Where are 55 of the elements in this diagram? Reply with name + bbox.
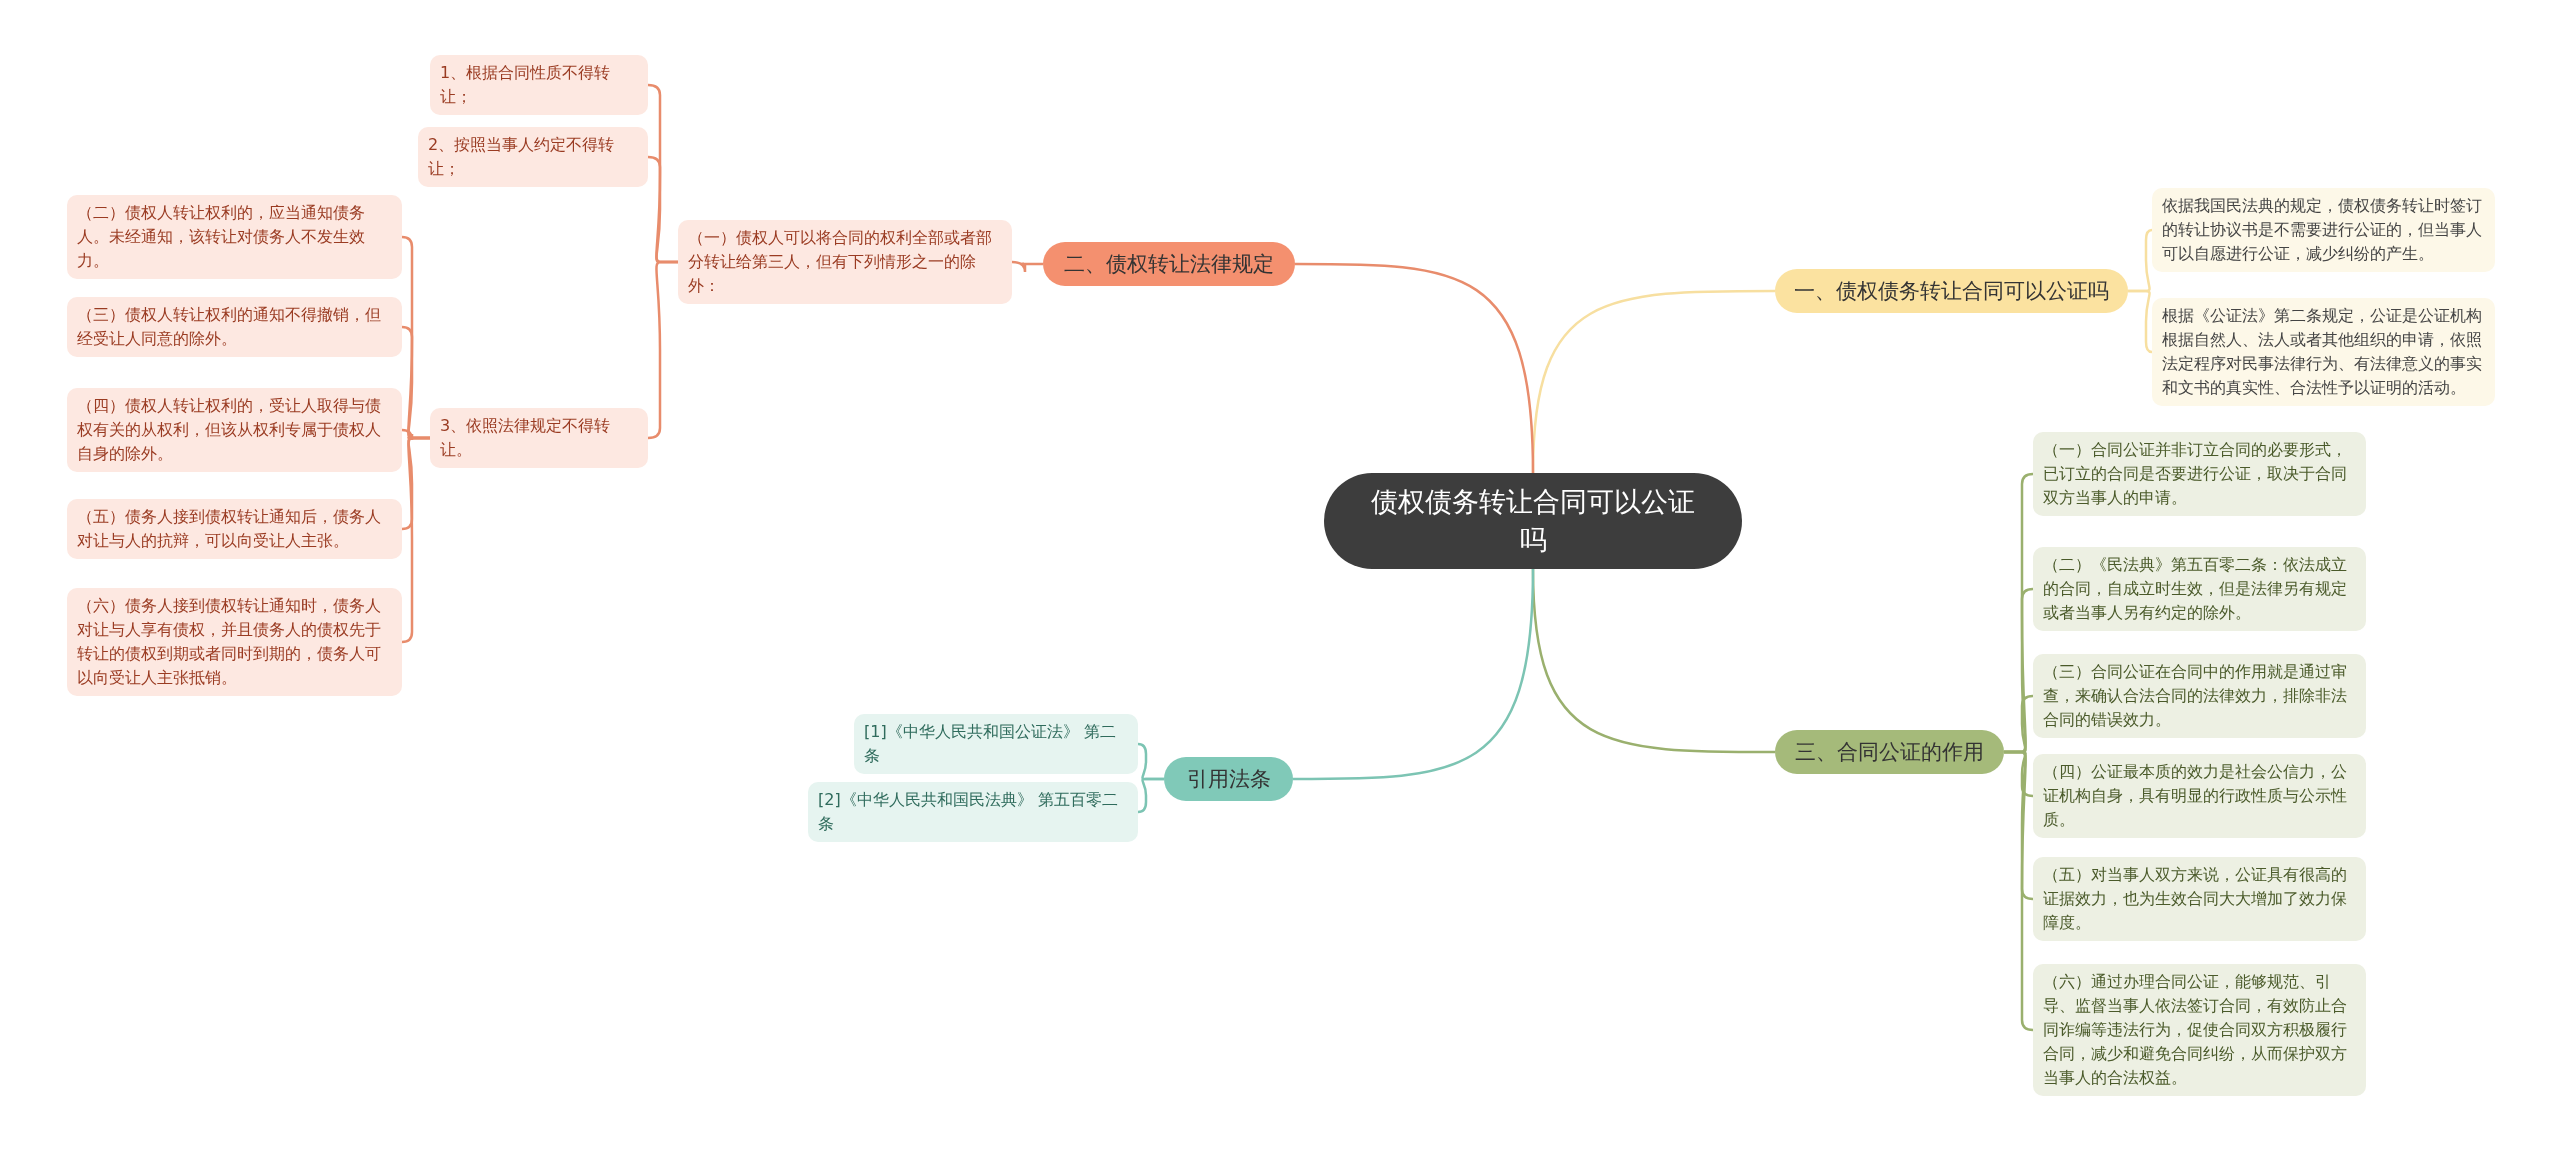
subtopic-text: （六）债务人接到债权转让通知时，债务人对让与人享有债权，并且债务人的债权先于转让的债权到期或者同时到期的，债务人可以向受让人主张抵销。: [77, 595, 382, 689]
subtopic-text: （四）公证最本质的效力是社会公信力，公证机构自身，具有明显的行政性质与公示性质。: [2043, 761, 2348, 831]
subtopic-box: [430, 408, 648, 468]
subtopic-text: （六）通过办理合同公证，能够规范、引导、监督当事人依法签订合同，有效防止合同诈编等违法行为，促使合同双方积极履行合同，减少和避免合同纠纷，从而保护双方当事人的合法权益。: [2043, 971, 2348, 1089]
branch-topic-text: 引用法条: [1186, 766, 1271, 793]
connector-line: [401, 436, 430, 644]
central-topic-text: 债权债务转让合同可以公证吗: [1370, 485, 1696, 557]
subtopic-box: [418, 127, 648, 187]
connector-line: [1295, 262, 1535, 474]
subtopic-box: [2033, 654, 2366, 738]
subtopic-text: [1]《中华人民共和国公证法》 第二条: [864, 721, 1117, 767]
subtopic-text: （一）合同公证并非订立合同的必要形式，已订立的合同是否要进行公证，取决于合同双方当事人的申请。: [2043, 439, 2348, 509]
branch-topic-box: [1775, 730, 2004, 774]
connector-line: [1137, 777, 1164, 814]
subtopic-box: [2033, 432, 2366, 516]
subtopic-box: [67, 195, 402, 279]
branch-topic-text: 一、债权债务转让合同可以公证吗: [1794, 278, 2109, 305]
connector-line: [647, 260, 678, 440]
subtopic-text: 3、依照法律规定不得转让。: [440, 415, 612, 461]
subtopic-text: 1、根据合同性质不得转让；: [440, 62, 612, 108]
subtopic-box: [67, 388, 402, 472]
subtopic-text: （二）《民法典》第五百零二条：依法成立的合同，自成立时生效，但是法律另有规定或者当事人另有约定的除外。: [2043, 554, 2348, 624]
subtopic-box: [854, 714, 1138, 774]
subtopic-text: 依据我国民法典的规定，债权债务转让时签订的转让协议书是不需要进行公证的，但当事人可以自愿进行公证，减少纠纷的产生。: [2162, 195, 2483, 265]
subtopic-box: [67, 588, 402, 696]
subtopic-box: [67, 297, 402, 357]
subtopic-box: [2152, 298, 2495, 406]
subtopic-box: [2033, 964, 2366, 1096]
branch-topic-text: 二、债权转让法律规定: [1064, 251, 1274, 278]
subtopic-text: （三）债权人转让权利的通知不得撤销，但经受让人同意的除外。: [77, 304, 382, 350]
subtopic-text: （五）对当事人双方来说，公证具有很高的证据效力，也为生效合同大大增加了效力保障度。: [2043, 864, 2348, 934]
connector-line: [2004, 750, 2034, 1032]
subtopic-box: [430, 55, 648, 115]
branch-topic-box: [1775, 269, 2128, 313]
subtopic-text: （二）债权人转让权利的，应当通知债务人。未经通知，该转让对债务人不发生效力。: [77, 202, 366, 272]
subtopic-box: [2033, 754, 2366, 838]
subtopic-text: （五）债务人接到债权转让通知后，债务人对让与人的抗辩，可以向受让人主张。: [77, 506, 382, 552]
connector-line: [1011, 260, 1043, 274]
subtopic-text: （三）合同公证在合同中的作用就是通过审查，来确认合法合同的法律效力，排除非法合同的错误效力。: [2043, 661, 2348, 731]
connector-line: [2128, 289, 2153, 354]
branch-topic-text: 三、合同公证的作用: [1795, 739, 1984, 766]
subtopic-text: （一）债权人可以将合同的权利全部或者部分转让给第三人，但有下列情形之一的除外：: [688, 227, 993, 297]
connector-line: [1293, 568, 1535, 781]
subtopic-text: 根据《公证法》第二条规定，公证是公证机构根据自然人、法人或者其他组织的申请，依照法定程序对民事法律行为、有法律意义的事实和文书的真实性、合法性予以证明的活动。: [2162, 305, 2483, 399]
subtopic-box: [2033, 857, 2366, 941]
subtopic-box: [67, 499, 402, 559]
subtopic-box: [2033, 547, 2366, 631]
subtopic-box: [808, 782, 1138, 842]
subtopic-text: [2]《中华人民共和国民法典》 第五百零二条: [818, 789, 1119, 835]
subtopic-box: [678, 220, 1012, 304]
subtopic-box: [2152, 188, 2495, 272]
branch-topic-box: [1164, 757, 1293, 801]
subtopic-text: （四）债权人转让权利的，受让人取得与债权有关的从权利，但该从权利专属于债权人自身的除外。: [77, 395, 382, 465]
branch-topic-box: [1043, 242, 1295, 286]
subtopic-text: 2、按照当事人约定不得转让；: [428, 134, 616, 180]
